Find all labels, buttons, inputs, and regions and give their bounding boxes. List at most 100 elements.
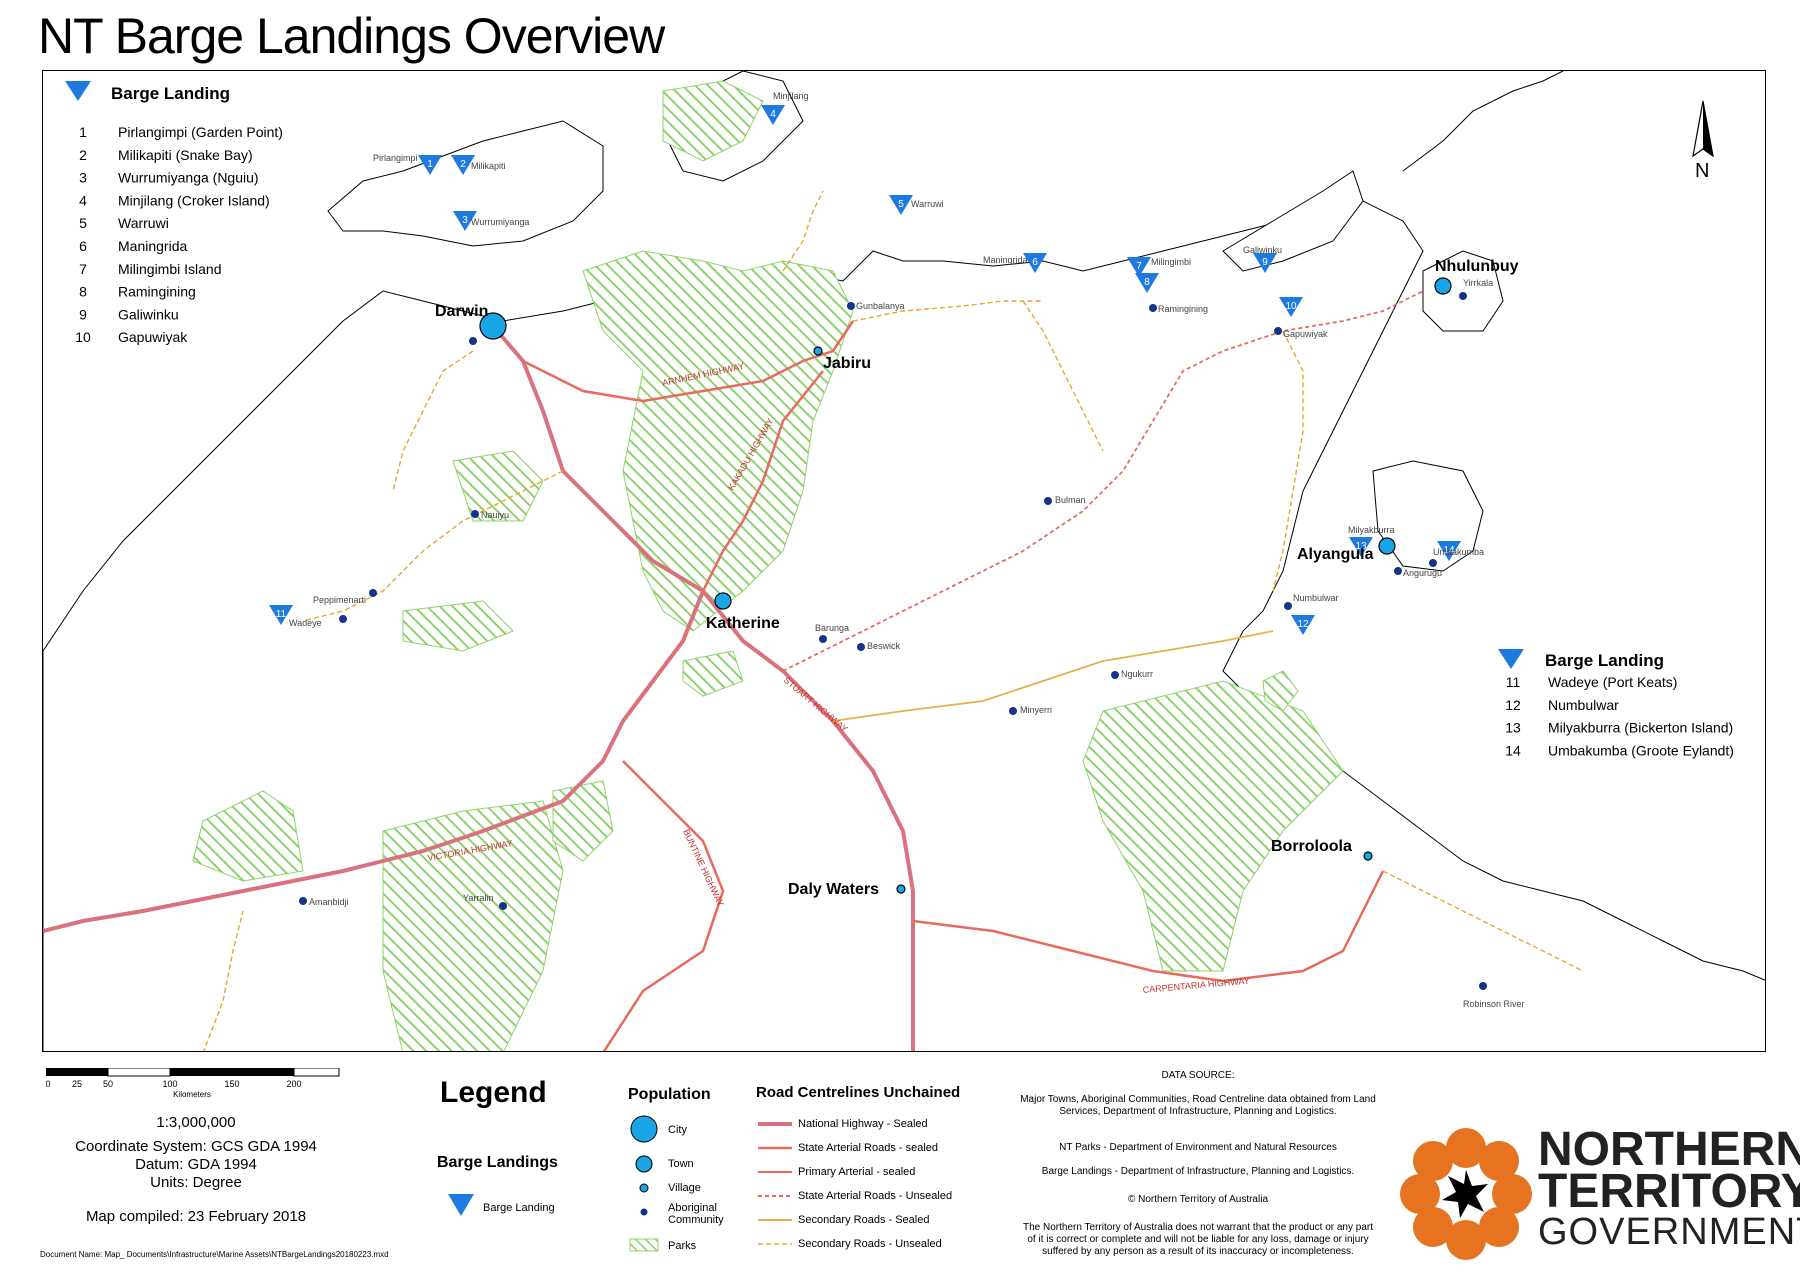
svg-text:Pirlangimpi: Pirlangimpi	[373, 153, 418, 163]
barge-marker-7[interactable]	[1127, 257, 1151, 277]
barge-legend-name: Milikapiti (Snake Bay)	[118, 147, 253, 163]
svg-text:Yirrkala: Yirrkala	[1463, 278, 1493, 288]
label-katherine: Katherine	[706, 615, 780, 632]
barge-legend-num: 8	[79, 284, 87, 300]
road-secondary-2	[1022, 300, 1104, 452]
label-alyangula: Alyangula	[1297, 546, 1374, 563]
data-source-line-2: NT Parks - Department of Environment and…	[1059, 1142, 1337, 1153]
svg-text:Minjilang: Minjilang	[773, 91, 809, 101]
park-south	[552, 780, 614, 862]
town-daly-waters[interactable]	[896, 884, 906, 894]
park-barranyi	[1262, 670, 1299, 712]
legend-roads-heading: Road Centrelines Unchained	[756, 1084, 961, 1101]
barge-marker-12[interactable]	[1291, 615, 1315, 635]
barge-legend-num: 14	[1505, 742, 1521, 758]
svg-text:Wadeye: Wadeye	[289, 618, 322, 628]
barge-legend-name: Milingimbi Island	[118, 261, 221, 277]
barge-legend-num: 1	[79, 124, 87, 140]
town-katherine[interactable]	[714, 592, 732, 610]
barge-marker-5[interactable]	[889, 195, 913, 215]
nt-government-logo-icon	[1400, 1128, 1532, 1260]
label-jabiru: Jabiru	[823, 355, 871, 372]
barge-marker-14[interactable]	[1437, 541, 1461, 561]
svg-text:Milikapiti: Milikapiti	[471, 161, 506, 171]
barge-marker-2[interactable]	[451, 155, 475, 175]
barge-legend-num: 2	[79, 147, 87, 163]
barge-marker-9[interactable]	[1253, 253, 1277, 273]
elcho-island	[1222, 170, 1364, 272]
town-nhulunbuy[interactable]	[1434, 277, 1452, 295]
svg-text:Wurrumiyanga: Wurrumiyanga	[471, 217, 529, 227]
barge-legend-name: Maningrida	[118, 238, 187, 254]
svg-text:Nauiyu: Nauiyu	[481, 510, 509, 520]
towns-layer	[479, 277, 1452, 894]
barge-legend-num: 9	[79, 306, 87, 322]
svg-text:13: 13	[1355, 541, 1367, 552]
legend-road-national: National Highway - Sealed	[798, 1118, 928, 1130]
road-secondary-3	[1272, 330, 1304, 592]
svg-text:Milingimbi: Milingimbi	[1151, 257, 1191, 267]
barge-marker-3[interactable]	[453, 211, 477, 231]
svg-text:Umbakumba: Umbakumba	[1433, 547, 1484, 557]
legend-road-state-unsealed: State Arterial Roads - Unsealed	[798, 1190, 953, 1202]
svg-text:1: 1	[427, 159, 433, 170]
legend-barge-icon	[448, 1194, 474, 1216]
barge-marker-1[interactable]	[418, 155, 442, 175]
scale-ratio: 1:3,000,000	[156, 1114, 236, 1131]
legend-parks: Parks	[668, 1240, 697, 1252]
barge-legend-num: 7	[79, 261, 87, 277]
barge-legend-num: 10	[75, 329, 91, 345]
svg-text:7: 7	[1136, 261, 1142, 272]
legend-road-secondary-unsealed: Secondary Roads - Unsealed	[798, 1238, 942, 1250]
svg-text:6: 6	[1032, 257, 1038, 268]
town-alyangula[interactable]	[1378, 537, 1396, 555]
barge-marker-11[interactable]	[269, 605, 293, 625]
barge-marker-13[interactable]	[1349, 537, 1373, 557]
svg-text:Gapuwiyak: Gapuwiyak	[1283, 329, 1328, 339]
city-darwin[interactable]	[479, 312, 507, 340]
park-judbarra	[382, 800, 564, 1051]
svg-text:Bulman: Bulman	[1055, 495, 1086, 505]
communities-layer	[299, 292, 1487, 990]
barge-legend-name: Ramingining	[118, 284, 196, 300]
label-darwin: Darwin	[435, 303, 488, 320]
town-borroloola[interactable]	[1363, 851, 1373, 861]
svg-text:Gunbalanya: Gunbalanya	[856, 301, 905, 311]
barge-legend-name: Galiwinku	[118, 306, 179, 322]
barge-legend-name: Wadeye (Port Keats)	[1548, 674, 1677, 690]
legend-road-state-sealed: State Arterial Roads - sealed	[798, 1142, 939, 1154]
barge-marker-6[interactable]	[1023, 253, 1047, 273]
north-label: N	[1695, 160, 1709, 182]
barge-legend-name: Milyakburra (Bickerton Island)	[1548, 720, 1733, 736]
barge-legend-name: Minjilang (Croker Island)	[118, 192, 270, 208]
svg-text:Yarralin: Yarralin	[463, 893, 493, 903]
barge-legend-name: Umbakumba (Groote Eylandt)	[1548, 742, 1734, 758]
barge-legend-num: 11	[1506, 674, 1521, 690]
park-litchfield	[452, 450, 544, 522]
svg-text:Ramingining: Ramingining	[1158, 304, 1208, 314]
svg-text:Robinson River: Robinson River	[1463, 999, 1525, 1009]
barge-legend-num: 12	[1505, 697, 1521, 713]
barge-legend-num: 5	[79, 215, 87, 231]
svg-text:4: 4	[770, 109, 776, 120]
legend-population-heading: Population	[628, 1086, 711, 1103]
barge-marker-10[interactable]	[1279, 297, 1303, 317]
road-carpentaria-highway	[912, 870, 1385, 983]
barge-marker-8[interactable]	[1135, 273, 1159, 293]
data-source-line-5: The Northern Territory of Australia does…	[1023, 1222, 1373, 1257]
barge-legend-num: 13	[1505, 720, 1521, 736]
barge-legend-name: Wurrumiyanga (Nguiu)	[118, 170, 259, 186]
barge-legend-name: Numbulwar	[1548, 697, 1619, 713]
park-garig	[662, 80, 764, 162]
legend-village: Village	[668, 1182, 701, 1194]
park-nitmiluk	[682, 650, 744, 697]
legend-title: Legend	[440, 1076, 547, 1109]
town-jabiru[interactable]	[813, 346, 823, 356]
logo-line-3: GOVERNMENT	[1538, 1211, 1800, 1253]
logo-line-1: NORTHERN	[1538, 1123, 1800, 1176]
barge-marker-4[interactable]	[761, 105, 785, 125]
